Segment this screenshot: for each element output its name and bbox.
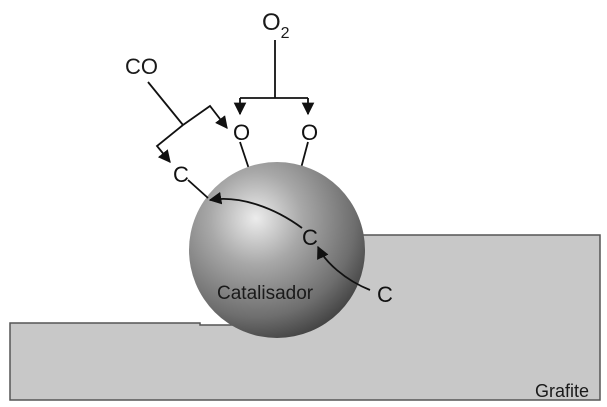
co-connector: [147, 81, 228, 163]
catalyst-label: Catalisador: [217, 283, 314, 304]
carbon-atom-top: C: [173, 162, 189, 187]
graphite-label: Grafite: [535, 381, 589, 401]
carbon-atom-mid: C: [302, 225, 318, 250]
catalyst-sphere: [189, 162, 365, 338]
o2-label: O2: [262, 9, 290, 42]
o2-connector: [233, 40, 315, 116]
o2-label-subscript: 2: [281, 25, 290, 42]
carbon-top-bond: [187, 179, 209, 199]
o2-label-base: O: [262, 9, 281, 36]
carbon-atom-bottom: C: [377, 282, 393, 307]
oxygen-atom-right: O: [301, 120, 318, 145]
carbon-diffusion-path-upper: [208, 191, 303, 229]
co-label: CO: [125, 54, 158, 79]
carbon-diffusion-path-lower: [317, 245, 371, 291]
oxygen-atom-left: O: [233, 120, 250, 145]
